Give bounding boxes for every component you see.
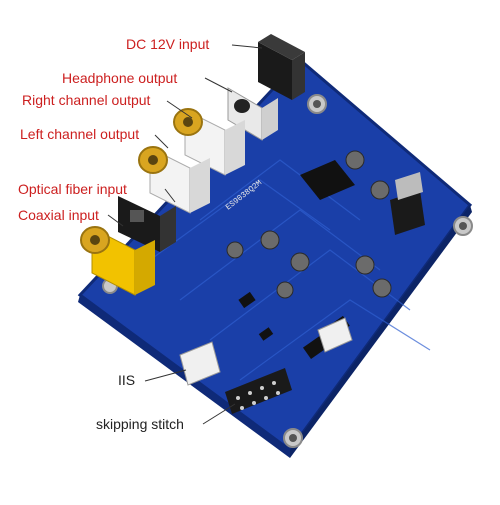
label-right-channel-output: Right channel output	[22, 92, 151, 108]
label-coaxial-input: Coaxial input	[18, 207, 99, 223]
optical-input-jack	[118, 196, 176, 252]
rca-left-output	[138, 146, 210, 214]
pcb-traces	[149, 159, 431, 381]
pcb-edge	[78, 295, 290, 458]
mounting-holes	[102, 94, 473, 448]
voltage-regulator	[390, 172, 425, 235]
label-optical-fiber-input: Optical fiber input	[18, 181, 127, 197]
rca-right-output	[173, 108, 245, 176]
pin-header	[225, 368, 292, 414]
label-skipping-stitch: skipping stitch	[96, 416, 184, 432]
headphone-jack	[227, 87, 278, 141]
capacitors	[226, 150, 392, 299]
label-iis: IIS	[118, 372, 136, 388]
label-dc-input: DC 12V input	[126, 36, 210, 52]
pcb-edge-right	[290, 205, 472, 458]
leader-lines	[107, 44, 263, 425]
side-connector	[317, 317, 353, 353]
coaxial-input-jack	[80, 226, 155, 296]
iis-header	[179, 341, 221, 386]
label-headphone-output: Headphone output	[62, 70, 178, 86]
label-left-channel-output: Left channel output	[20, 126, 140, 142]
dc-jack	[258, 34, 305, 100]
